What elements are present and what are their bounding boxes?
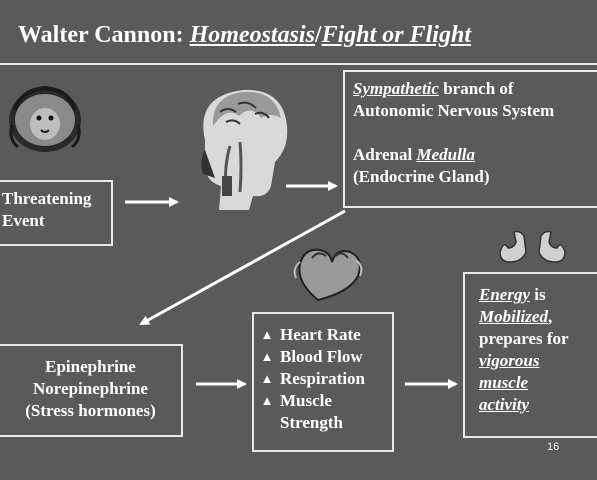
energy-line1-rest: is	[530, 285, 546, 304]
threat-line1: Threatening	[2, 189, 92, 208]
stress-hormones-box: Epinephrine Norepinephrine (Stress hormo…	[0, 344, 183, 437]
flexed-arm-icon	[499, 230, 527, 263]
response-label: Respiration	[280, 369, 365, 388]
sympathetic-line1-rest: branch of	[438, 79, 514, 98]
flexed-arm-icon	[538, 230, 566, 263]
response-label: Heart Rate	[280, 325, 361, 344]
medulla-term: Medulla	[416, 145, 476, 164]
brain-head-icon	[201, 89, 288, 210]
energy-mobilized-box: Energy is Mobilized, prepares for vigoro…	[463, 272, 597, 438]
hormone-note: (Stress hormones)	[25, 401, 156, 420]
mobilized-term: Mobilized	[479, 307, 548, 326]
threatening-event-box: Threatening Event	[0, 180, 113, 246]
hormone-norepinephrine: Norepinephrine	[33, 379, 148, 398]
response-item: Strength	[260, 412, 392, 434]
adrenal-label: Adrenal	[353, 145, 417, 164]
title-divider	[0, 63, 597, 65]
slide-title: Walter Cannon: Homeostasis/Fight or Flig…	[18, 22, 471, 49]
response-item: ▲ Blood Flow	[260, 346, 392, 368]
muscle-term: muscle	[479, 373, 529, 392]
threat-line2: Event	[2, 211, 45, 230]
lion-icon	[9, 85, 81, 152]
up-arrow-icon: ▲	[260, 327, 274, 342]
response-label: Blood Flow	[280, 347, 363, 366]
sympathetic-box: Sympathetic branch of Autonomic Nervous …	[343, 70, 597, 208]
up-arrow-icon: ▲	[260, 349, 274, 364]
page-number: 16	[547, 441, 560, 453]
sympathetic-line2: Autonomic Nervous System	[353, 101, 555, 120]
hormone-epinephrine: Epinephrine	[45, 357, 136, 376]
title-separator: /	[314, 22, 322, 48]
energy-line3: prepares for	[479, 329, 569, 348]
title-name: Walter Cannon:	[18, 22, 184, 48]
endocrine-label: (Endocrine Gland)	[353, 167, 490, 186]
sympathetic-term: Sympathetic	[353, 79, 439, 98]
response-item: ▲ Heart Rate	[260, 324, 392, 346]
response-item: ▲ Muscle	[260, 390, 392, 412]
response-label: Muscle	[280, 391, 332, 410]
vigorous-term: vigorous	[479, 351, 540, 370]
up-arrow-icon: ▲	[260, 371, 274, 386]
up-arrow-icon: ▲	[260, 393, 274, 408]
response-label: Strength	[280, 413, 343, 432]
response-item: ▲ Respiration	[260, 368, 392, 390]
physiological-responses-box: ▲ Heart Rate ▲ Blood Flow ▲ Respiration ▲ Mu…	[252, 312, 394, 452]
arrow-sympathetic-to-hormones	[139, 209, 346, 326]
title-fight-or-flight: Fight or Flight	[321, 22, 471, 48]
energy-line2-rest: ,	[547, 307, 553, 326]
heart-icon	[293, 248, 363, 302]
title-homeostasis: Homeostasis	[189, 22, 315, 48]
energy-term: Energy	[479, 285, 530, 304]
activity-term: activity	[479, 395, 530, 414]
